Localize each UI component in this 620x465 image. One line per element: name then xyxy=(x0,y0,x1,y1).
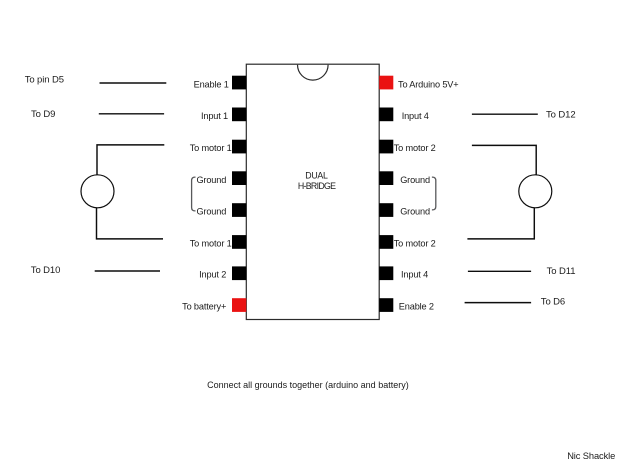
svg-text:Ground: Ground xyxy=(400,175,430,185)
svg-text:To motor 1: To motor 1 xyxy=(190,143,232,153)
svg-text:Ground: Ground xyxy=(196,207,226,217)
svg-text:To D6: To D6 xyxy=(541,297,565,308)
svg-text:DUAL: DUAL xyxy=(305,170,328,180)
svg-text:To D11: To D11 xyxy=(547,266,576,277)
svg-text:To Arduino 5V+: To Arduino 5V+ xyxy=(398,79,458,89)
svg-text:Ground: Ground xyxy=(196,175,226,185)
svg-text:To battery+: To battery+ xyxy=(182,302,226,312)
svg-text:To motor 1: To motor 1 xyxy=(190,239,232,249)
svg-text:To motor 2: To motor 2 xyxy=(394,239,436,249)
svg-text:Ground: Ground xyxy=(400,207,430,217)
svg-text:Input 1: Input 1 xyxy=(201,111,228,121)
svg-text:Input 4: Input 4 xyxy=(401,270,428,280)
svg-text:Enable 2: Enable 2 xyxy=(399,302,434,312)
svg-text:To pin D5: To pin D5 xyxy=(25,74,64,85)
svg-text:To D10: To D10 xyxy=(31,265,61,276)
svg-text:Enable 1: Enable 1 xyxy=(194,79,229,89)
svg-text:To D12: To D12 xyxy=(546,109,576,120)
svg-text:Input 2: Input 2 xyxy=(199,270,226,280)
svg-text:Input 4: Input 4 xyxy=(402,111,429,121)
svg-text:Connect all grounds together (: Connect all grounds together (arduino an… xyxy=(207,380,409,390)
svg-text:Nic Shackle: Nic Shackle xyxy=(567,451,615,461)
svg-text:H-BRIDGE: H-BRIDGE xyxy=(298,181,336,191)
svg-text:To motor 2: To motor 2 xyxy=(394,143,436,153)
svg-text:To D9: To D9 xyxy=(31,109,55,120)
